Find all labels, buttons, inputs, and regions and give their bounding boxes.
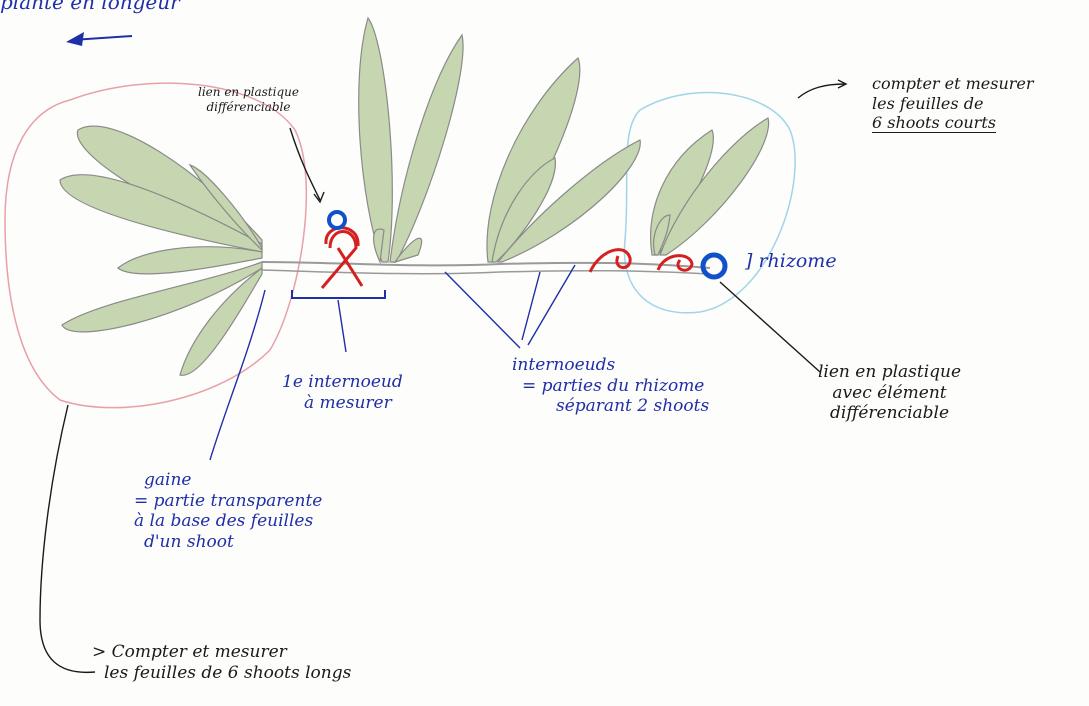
long-shoot-outline [4,82,308,409]
right-middle-shoot-leaves [486,56,641,263]
rhizome-stem [261,261,711,275]
first-internode-bracket [291,290,386,299]
label-line: avec élément [832,382,947,403]
label-line: = partie transparente [134,490,323,511]
short-shoot-leaves [650,117,770,256]
label-line: les feuilles de [872,93,984,113]
label-line: séparant 2 shoots [556,396,710,417]
label-line: 6 shoots courts [872,113,1034,134]
direction-arrow-icon [66,32,133,46]
label-lien-plastique-bottom: lien en plastique avec élément différenc… [818,362,961,424]
label-line: 1e internoeud [282,372,403,392]
long-shoot-leaves [59,125,263,376]
label-line: lien en plastique [818,362,962,382]
blue-ring-tip-icon [700,252,728,280]
label-compter-longs: > Compter et mesurer les feuilles de 6 s… [92,642,351,683]
label-line: différenciable [830,403,950,424]
label-rhizome: ] rhizome [745,250,837,272]
middle-shoot-leaves [358,16,464,265]
label-lien-plastique-top: lien en plastique différenciable [198,85,299,114]
label-line: lien en plastique [198,85,299,99]
header-title-fragment: plante en longeur [0,0,180,14]
annotation-lines [39,79,848,674]
red-loop-ties-icon [588,248,694,273]
label-line: différenciable [206,99,291,114]
label-line: d'un shoot [144,532,234,553]
blue-ring-top-icon [327,210,347,230]
label-line: > Compter et mesurer [92,642,287,662]
label-line: = parties du rhizome [522,375,705,396]
label-line: compter et mesurer [872,74,1034,93]
short-shoot-outline [623,91,796,314]
red-tie-icon [320,226,364,289]
label-internoeuds: internoeuds = parties du rhizome séparan… [512,355,709,417]
label-compter-courts: compter et mesurer les feuilles de 6 sho… [872,74,1034,134]
label-line: internoeuds [512,355,616,375]
label-premier-internoeud: 1e internoeud à mesurer [282,372,403,413]
label-line: à la base des feuilles [134,511,314,532]
label-line: à mesurer [304,392,392,413]
label-line: gaine [144,470,192,490]
underlined-text: 6 shoots courts [872,113,996,134]
label-line: les feuilles de 6 shoots longs [104,662,352,683]
label-gaine: gaine = partie transparente à la base de… [134,470,322,553]
